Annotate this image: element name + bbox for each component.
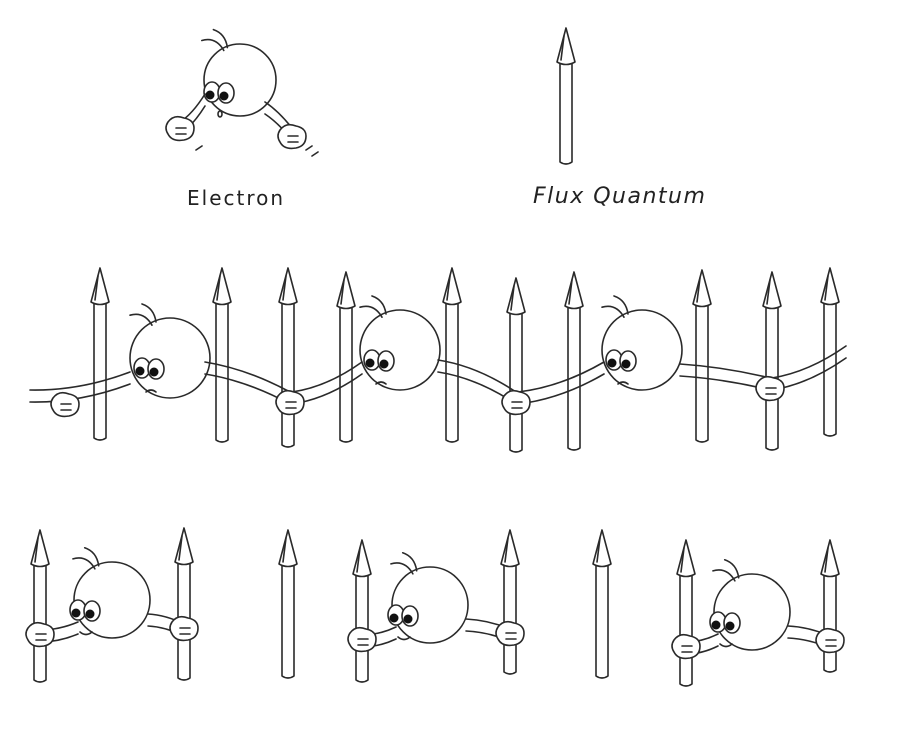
chain-arm-5 — [517, 361, 605, 405]
flux-quantum-cage-1-right — [174, 527, 194, 681]
flux-quantum-lattice-4 — [336, 271, 356, 443]
flux-quantum-cage-2-left — [352, 539, 372, 683]
flux-quantum-lattice-9 — [762, 271, 782, 451]
electron-trapped-2 — [387, 552, 469, 644]
flux-quantum-cage-3-left — [676, 539, 696, 687]
flux-quantum-lattice-6 — [506, 277, 526, 453]
flux-quantum-lattice-2 — [212, 267, 232, 443]
trapped-hand-left-1 — [25, 621, 55, 648]
flux-quantum-cage-1-left — [30, 529, 50, 683]
electron-trapped-1 — [69, 547, 151, 639]
flux-quantum-lattice-3 — [278, 267, 298, 448]
flux-quantum-lattice-1 — [90, 267, 110, 441]
chain-hand-3 — [501, 389, 531, 416]
flux-quantum-free-2 — [592, 529, 612, 679]
electron-chain-2 — [359, 295, 441, 391]
electron-label: Electron — [187, 186, 286, 210]
trapped-hand-right-1 — [169, 615, 199, 642]
flux-quantum-cage-2-right — [500, 529, 520, 675]
electron-hand-right — [277, 123, 307, 150]
flux-quantum-label: Flux Quantum — [533, 184, 707, 209]
flux-quantum-lattice-5 — [442, 267, 462, 443]
trapped-hand-right-2 — [495, 620, 525, 647]
flux-quantum-lattice-7 — [564, 271, 584, 451]
electron-hand-left — [165, 115, 195, 142]
trapped-hand-left-3 — [671, 633, 701, 660]
chain-hand-4 — [755, 375, 785, 402]
electron-chain-3 — [601, 295, 683, 391]
chain-hand-1 — [50, 391, 80, 418]
flux-quantum-free-1 — [278, 529, 298, 679]
flux-quantum-lattice-8 — [692, 269, 712, 443]
trapped-hand-right-3 — [815, 627, 845, 654]
trapped-hand-left-2 — [347, 626, 377, 653]
chain-arm-1 — [29, 371, 131, 403]
flux-quantum-icon — [556, 27, 576, 165]
electron-icon — [201, 28, 277, 118]
electron-chain-1 — [129, 303, 211, 399]
motion-lines — [195, 145, 319, 157]
chain-hand-2 — [275, 389, 305, 416]
electron-trapped-3 — [709, 559, 791, 651]
